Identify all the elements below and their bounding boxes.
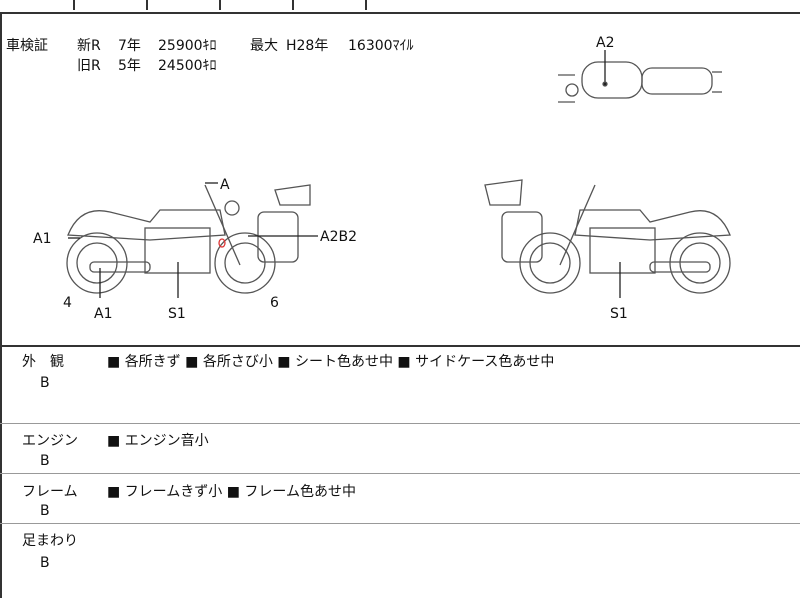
section-title: フレーム [22, 484, 78, 500]
label-6: 6 [270, 295, 279, 311]
top-view-bike [558, 50, 722, 103]
section-grade: B [40, 555, 50, 571]
old-distance: 24500ｷﾛ [158, 58, 217, 74]
right-side-bike [484, 179, 731, 298]
label-s1-left: S1 [168, 306, 186, 322]
label-a1-left: A1 [33, 231, 51, 247]
motorcycle-diagram: A2 A A1 A2B2 4 A1 S1 6 S1 [33, 35, 731, 322]
section-title: 外 観 [22, 354, 64, 370]
frame [0, 12, 800, 598]
divider [219, 0, 221, 10]
label-a1-bottom: A1 [94, 306, 112, 322]
section-divider [0, 523, 800, 524]
max-year: H28年 [286, 38, 329, 54]
max-label: 最大 [250, 38, 278, 54]
max-distance: 16300ﾏｲﾙ [348, 38, 414, 54]
new-distance: 25900ｷﾛ [158, 38, 217, 54]
label-4: 4 [63, 295, 72, 311]
section-grade: B [40, 453, 50, 469]
new-era: 新R [77, 38, 101, 54]
section-divider [0, 423, 800, 424]
label-a2b2: A2B2 [320, 229, 357, 245]
divider [146, 0, 148, 10]
left-side-bike [66, 182, 318, 298]
section-items: ■ エンジン音小 [107, 433, 209, 449]
new-year: 7年 [118, 38, 141, 54]
top-table-strip [0, 0, 800, 14]
section-title: 足まわり [22, 533, 78, 549]
divider [73, 0, 75, 10]
section-title: エンジン [22, 433, 78, 449]
divider [365, 0, 367, 10]
label-top-a2: A2 [596, 35, 614, 51]
section-grade: B [40, 503, 50, 519]
diagram-bottom-rule [0, 345, 800, 347]
divider [292, 0, 294, 10]
section-items: ■ フレームきず小 ■ フレーム色あせ中 [107, 484, 357, 500]
section-divider [0, 473, 800, 474]
old-year: 5年 [118, 58, 141, 74]
section-grade: B [40, 375, 50, 391]
label-s1-right: S1 [610, 306, 628, 322]
old-era: 旧R [77, 58, 101, 74]
label-a: A [220, 177, 230, 193]
section-items: ■ 各所きず ■ 各所さび小 ■ シート色あせ中 ■ サイドケース色あせ中 [107, 354, 555, 370]
inspection-label: 車検証 [6, 38, 48, 54]
